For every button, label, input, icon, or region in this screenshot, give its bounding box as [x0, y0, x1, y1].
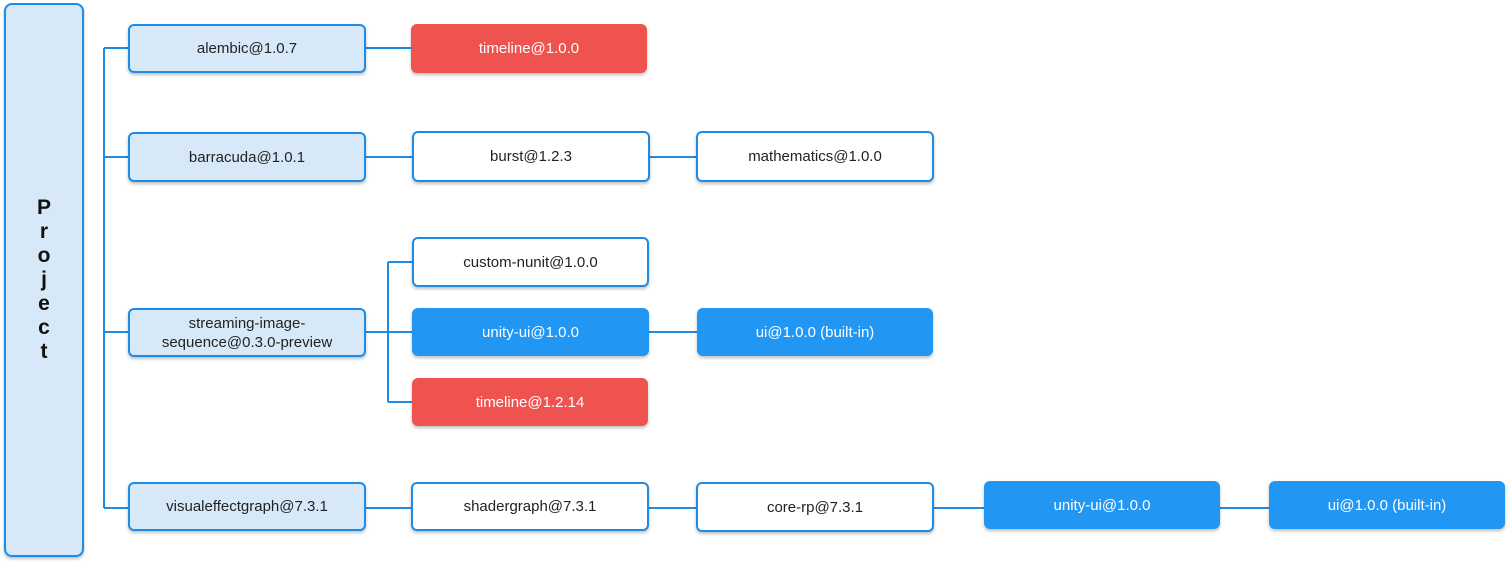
project-letter-r: r [39, 220, 49, 243]
node-ui-builtin-b: ui@1.0.0 (built-in) [1269, 481, 1505, 529]
node-shadergraph-label: shadergraph@7.3.1 [463, 498, 597, 515]
project-letter-o: o [37, 244, 51, 267]
node-unity-ui-a-label: unity-ui@1.0.0 [482, 323, 579, 341]
node-shadergraph: shadergraph@7.3.1 [411, 482, 649, 531]
node-timeline-1-2-14-label: timeline@1.2.14 [475, 393, 585, 411]
node-ui-builtin-b-label: ui@1.0.0 (built-in) [1327, 496, 1447, 514]
node-alembic: alembic@1.0.7 [128, 24, 366, 73]
node-visualeffectgraph: visualeffectgraph@7.3.1 [128, 482, 366, 531]
node-burst: burst@1.2.3 [412, 131, 650, 182]
project-letter-p: P [36, 196, 51, 219]
project-letter-j: j [41, 268, 47, 291]
node-visualeffectgraph-label: visualeffectgraph@7.3.1 [166, 498, 328, 515]
node-mathematics-label: mathematics@1.0.0 [748, 148, 882, 165]
node-unity-ui-a: unity-ui@1.0.0 [412, 308, 649, 356]
node-custom-nunit-label: custom-nunit@1.0.0 [463, 253, 598, 271]
node-ui-builtin-a: ui@1.0.0 (built-in) [697, 308, 933, 356]
node-timeline-1-0-0: timeline@1.0.0 [411, 24, 647, 73]
node-streaming-label-line2: sequence@0.3.0-preview [161, 333, 333, 351]
project-letter-t: t [40, 340, 48, 363]
node-core-rp: core-rp@7.3.1 [696, 482, 934, 532]
node-barracuda: barracuda@1.0.1 [128, 132, 366, 182]
node-burst-label: burst@1.2.3 [490, 148, 572, 165]
node-unity-ui-b: unity-ui@1.0.0 [984, 481, 1220, 529]
node-alembic-label: alembic@1.0.7 [196, 40, 298, 57]
node-ui-builtin-a-label: ui@1.0.0 (built-in) [755, 323, 875, 341]
node-streaming-image-sequence: streaming-image- sequence@0.3.0-preview [128, 308, 366, 357]
node-streaming-label-line1: streaming-image- [188, 314, 306, 332]
project-root-node: P r o j e c t [4, 3, 84, 557]
node-core-rp-label: core-rp@7.3.1 [766, 498, 864, 516]
node-timeline-1-2-14: timeline@1.2.14 [412, 378, 648, 426]
node-barracuda-label: barracuda@1.0.1 [188, 148, 306, 166]
project-letter-e: e [38, 292, 50, 315]
node-mathematics: mathematics@1.0.0 [696, 131, 934, 182]
node-timeline-1-0-0-label: timeline@1.0.0 [478, 40, 580, 57]
node-unity-ui-b-label: unity-ui@1.0.0 [1053, 496, 1151, 514]
node-custom-nunit: custom-nunit@1.0.0 [412, 237, 649, 287]
project-letter-c: c [38, 316, 50, 339]
